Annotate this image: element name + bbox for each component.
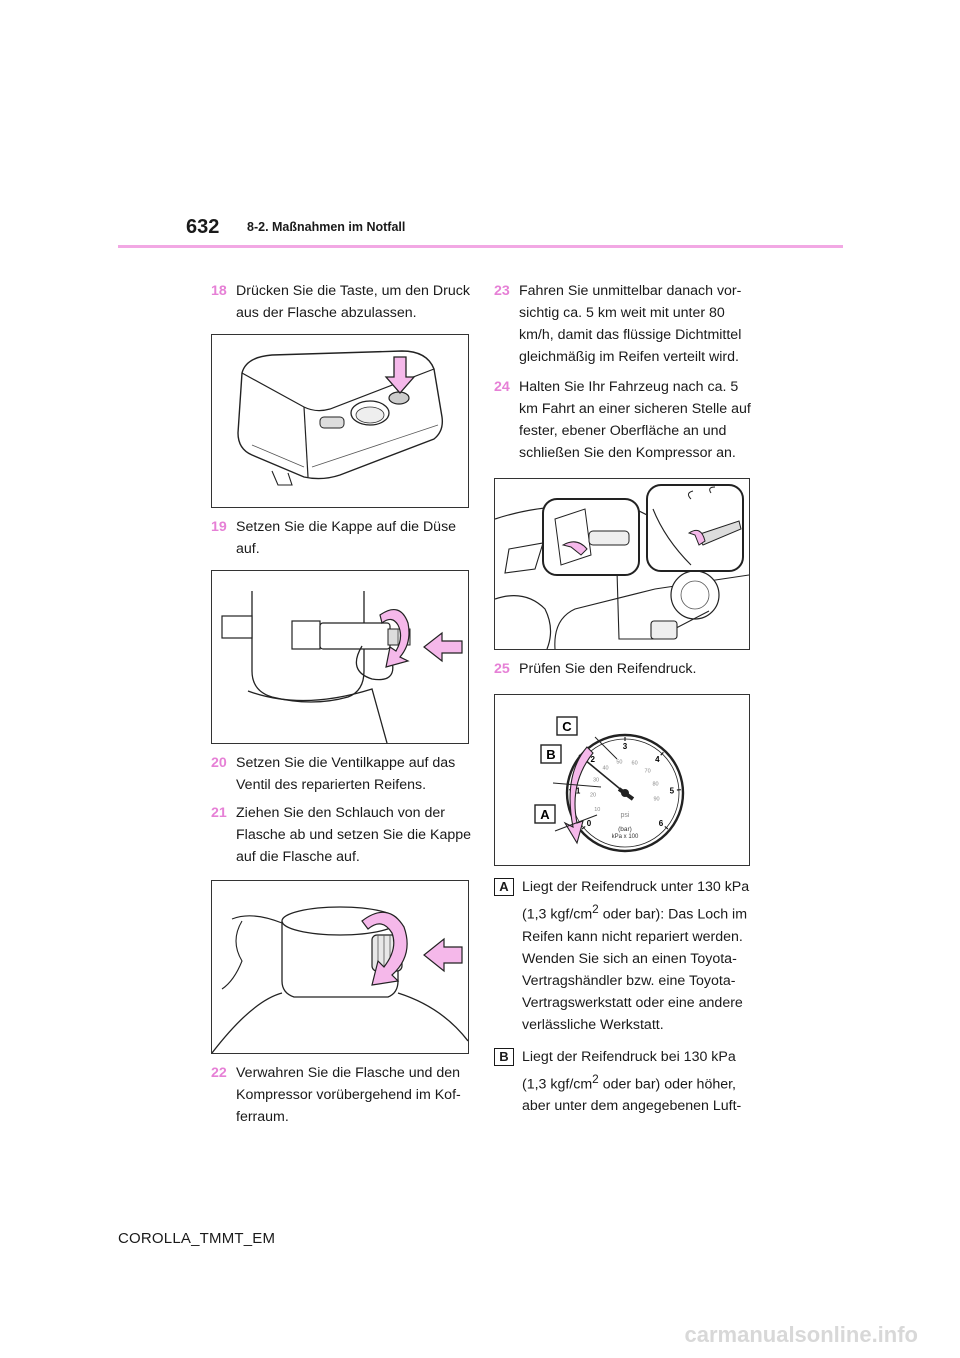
step-number: 22 (211, 1065, 227, 1081)
page-number: 632 (186, 216, 220, 238)
psi-tick-label: 40 (602, 766, 608, 772)
psi-tick-label: 20 (590, 792, 596, 798)
note-text-pre: Liegt der Reifendruck bei 130 kPa (1,3 k… (522, 1048, 736, 1093)
bar-tick-label: 0 (587, 819, 592, 828)
step-18: 18 Drücken Sie die Taste, um den Druck a… (211, 280, 476, 324)
bar-tick-label: 5 (670, 786, 675, 795)
psi-unit: psi (621, 812, 630, 819)
illustration-nozzle-cap (211, 570, 469, 744)
step-text: Drücken Sie die Taste, um den Druck aus … (236, 283, 470, 321)
step-text: Setzen Sie die Ventilkappe auf das Venti… (236, 755, 456, 793)
psi-tick-label: 10 (594, 807, 600, 813)
illustration-car-compressor (494, 478, 750, 650)
note-letter: B (494, 1047, 514, 1066)
right-column: 23 Fahren Sie unmittelbar danach vor-sic… (494, 280, 756, 1117)
step-number: 25 (494, 661, 510, 677)
bar-tick-mark (581, 825, 586, 830)
watermark: carmanualsonline.info (684, 1322, 919, 1347)
step-text: Verwahren Sie die Flasche und den Kompre… (236, 1065, 461, 1125)
gauge-label-c: C (562, 719, 572, 734)
unit-line-1: (bar) (618, 826, 632, 833)
bar-tick-label: 3 (623, 742, 628, 751)
illustration-compressor-button (211, 334, 469, 508)
step-number: 23 (494, 283, 510, 299)
footer-model-code: COROLLA_TMMT_EM (118, 1230, 276, 1247)
step-number: 21 (211, 805, 227, 821)
step-text: Fahren Sie unmittelbar danach vor-sichti… (519, 283, 742, 365)
bar-tick-mark (664, 825, 669, 830)
psi-tick-label: 50 (616, 760, 622, 766)
step-number: 24 (494, 379, 510, 395)
step-19: 19 Setzen Sie die Kappe auf die Düse auf… (211, 516, 476, 560)
step-text: Setzen Sie die Kappe auf die Düse auf. (236, 519, 457, 557)
section-title: 8-2. Maßnahmen im Notfall (247, 220, 406, 234)
step-25: 25 Prüfen Sie den Reifendruck. (494, 658, 756, 680)
illustration-bottle-cap (211, 880, 469, 1054)
step-23: 23 Fahren Sie unmittelbar danach vor-sic… (494, 280, 756, 368)
bar-tick-label: 4 (655, 755, 660, 764)
note-letter: A (494, 878, 514, 896)
bar-tick-mark (660, 751, 664, 756)
psi-tick-label: 60 (632, 761, 638, 767)
unit-line-2: kPa x 100 (612, 834, 639, 840)
step-text: Ziehen Sie den Schlauch von der Flasche … (236, 805, 472, 865)
gauge-label-a: A (540, 807, 550, 822)
step-22: 22 Verwahren Sie die Flasche und den Kom… (211, 1062, 476, 1128)
step-text: Halten Sie Ihr Fahrzeug nach ca. 5 km Fa… (519, 379, 751, 461)
note-b: B Liegt der Reifendruck bei 130 kPa (1,3… (494, 1046, 756, 1118)
left-column: 18 Drücken Sie die Taste, um den Druck a… (211, 280, 476, 1128)
step-20: 20 Setzen Sie die Ventilkappe auf das Ve… (211, 752, 476, 796)
bar-tick-label: 6 (659, 819, 664, 828)
gauge-label-b: B (546, 747, 555, 762)
note-text-post: oder bar): Das Loch im Reifen kann nicht… (522, 906, 748, 1033)
psi-tick-label: 90 (653, 797, 659, 803)
superscript: 2 (592, 902, 599, 916)
step-text: Prüfen Sie den Reifendruck. (519, 661, 697, 677)
note-text-post: oder bar) oder höher, aber unter dem ang… (522, 1076, 742, 1115)
step-21: 21 Ziehen Sie den Schlauch von der Flasc… (211, 802, 476, 868)
bar-tick-label: 2 (590, 755, 595, 764)
superscript: 2 (592, 1071, 599, 1086)
step-number: 20 (211, 755, 227, 771)
psi-tick-label: 70 (645, 768, 651, 774)
step-24: 24 Halten Sie Ihr Fahrzeug nach ca. 5 km… (494, 376, 756, 464)
step-number: 19 (211, 519, 227, 535)
step-number: 18 (211, 283, 227, 299)
bar-tick-label: 1 (576, 786, 581, 795)
psi-tick-label: 30 (593, 778, 599, 784)
header-rule (118, 245, 843, 248)
note-text-pre: Liegt der Reifendruck unter 130 kPa (1,3… (522, 879, 750, 923)
note-a: A Liegt der Reifendruck unter 130 kPa (1… (494, 876, 756, 1036)
psi-tick-label: 80 (652, 781, 658, 787)
